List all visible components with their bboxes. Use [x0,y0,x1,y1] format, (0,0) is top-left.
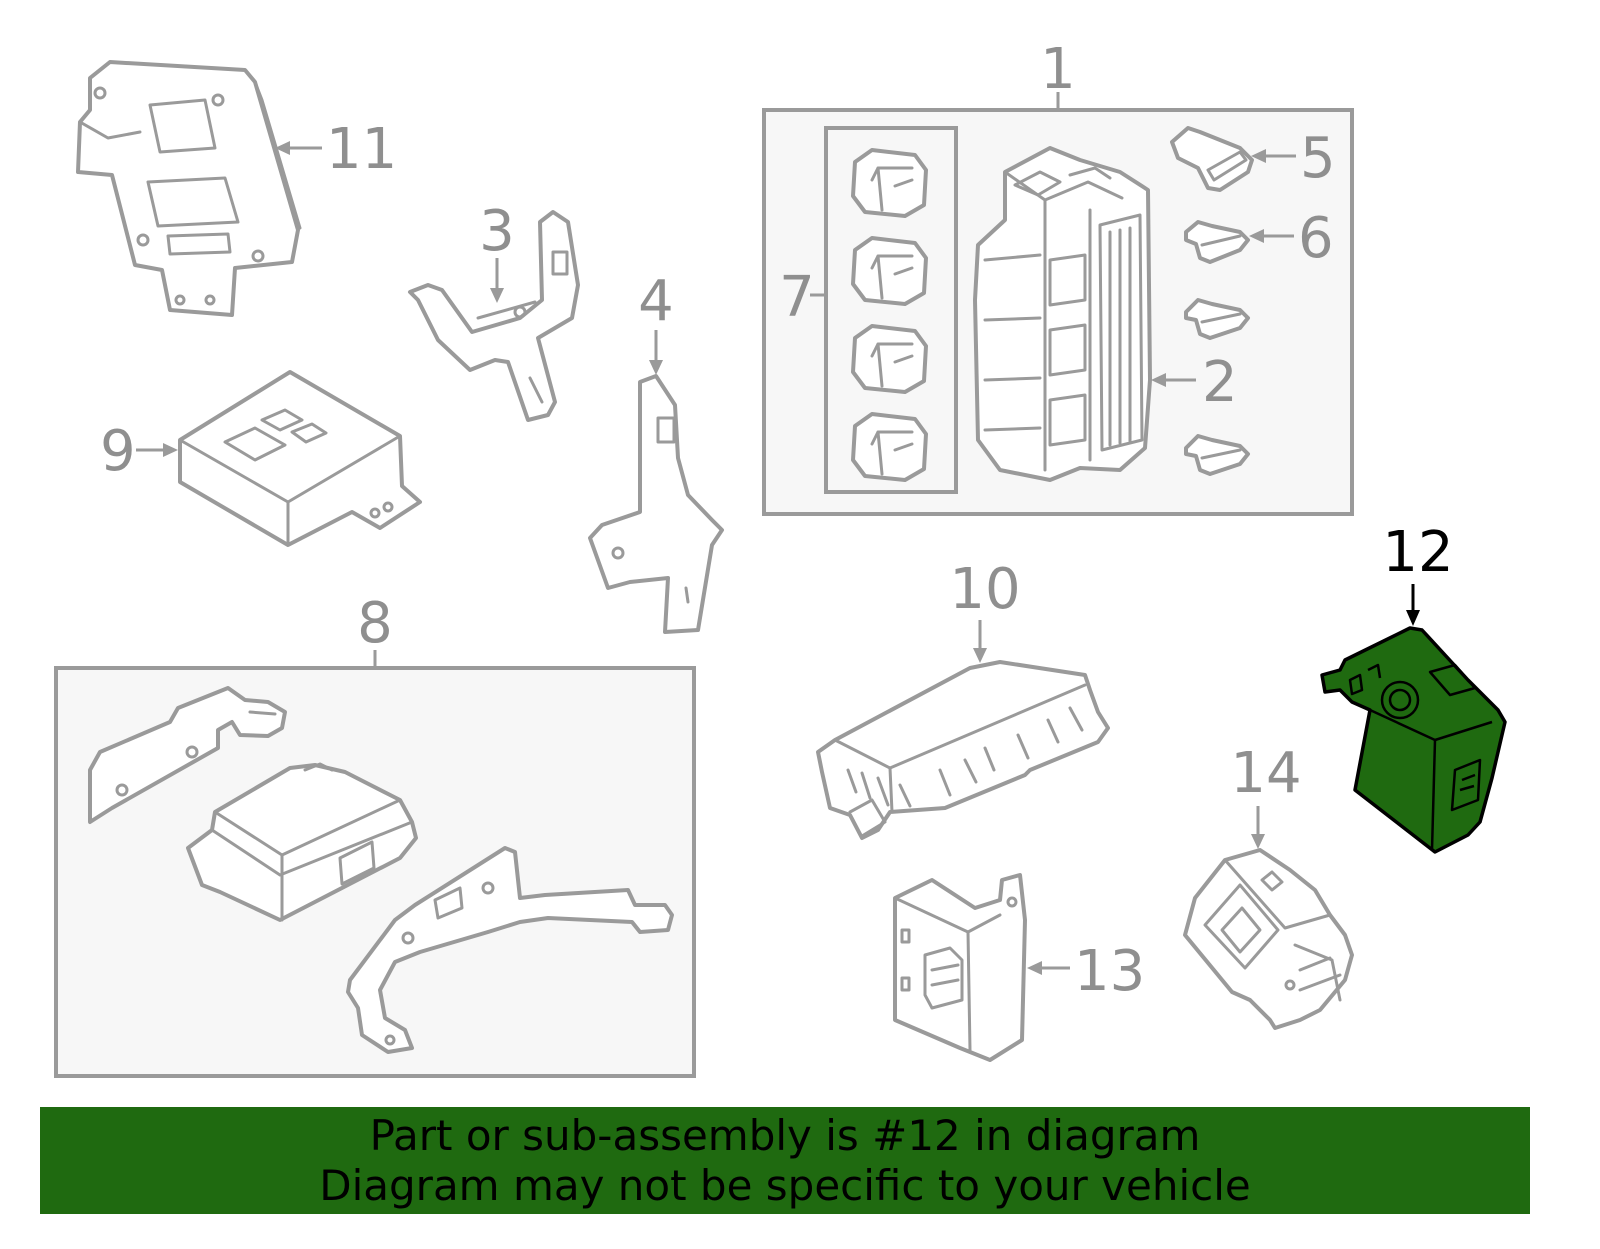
relay-group-box-7 [824,126,958,494]
part-11-control-module[interactable] [76,60,302,317]
banner-line-disclaimer: Diagram may not be specific to your vehi… [319,1160,1251,1210]
part-10-body-control-module[interactable] [816,660,1110,840]
callout-7[interactable]: 7 [779,265,815,330]
callout-13[interactable]: 13 [1074,939,1145,1004]
part-3-bracket[interactable] [408,210,580,422]
fuse-b [1184,298,1250,340]
callout-10[interactable]: 10 [949,557,1020,622]
callout-1[interactable]: 1 [1040,37,1076,102]
info-banner: Part or sub-assembly is #12 in diagram D… [40,1107,1530,1214]
fuse-c [1184,434,1250,476]
part-5-fuse[interactable] [1170,126,1254,192]
part-14-module[interactable] [1183,848,1354,1030]
part-13-module[interactable] [893,873,1027,1062]
callout-5[interactable]: 5 [1300,126,1336,191]
part-4-bracket[interactable] [588,374,724,634]
callout-9[interactable]: 9 [100,419,136,484]
relay-1 [851,148,928,218]
callout-labels: 1 2 3 4 5 6 7 8 9 10 11 12 13 14 [100,37,1454,1004]
fuse-a [1184,220,1250,264]
leader-lines [136,92,1420,975]
callout-12[interactable]: 12 [1382,520,1453,585]
callout-14[interactable]: 14 [1230,741,1301,806]
callout-2[interactable]: 2 [1202,350,1238,415]
relay-2 [851,236,928,306]
part-9-control-unit[interactable] [178,370,422,547]
part-8-bracket-kit[interactable] [88,686,674,1054]
relay-3 [851,324,928,394]
part-7-relays[interactable] [851,148,928,482]
callout-3[interactable]: 3 [479,199,515,264]
callout-11[interactable]: 11 [326,117,397,182]
part-2-fuse-box[interactable] [973,146,1152,482]
callout-8[interactable]: 8 [357,591,393,656]
callout-6[interactable]: 6 [1298,206,1334,271]
banner-line-part: Part or sub-assembly is #12 in diagram [369,1110,1201,1160]
relay-4 [851,412,928,482]
callout-4[interactable]: 4 [638,269,674,334]
part-12-highlighted-module[interactable] [1320,626,1507,854]
part-6-fuses[interactable] [1184,220,1250,476]
